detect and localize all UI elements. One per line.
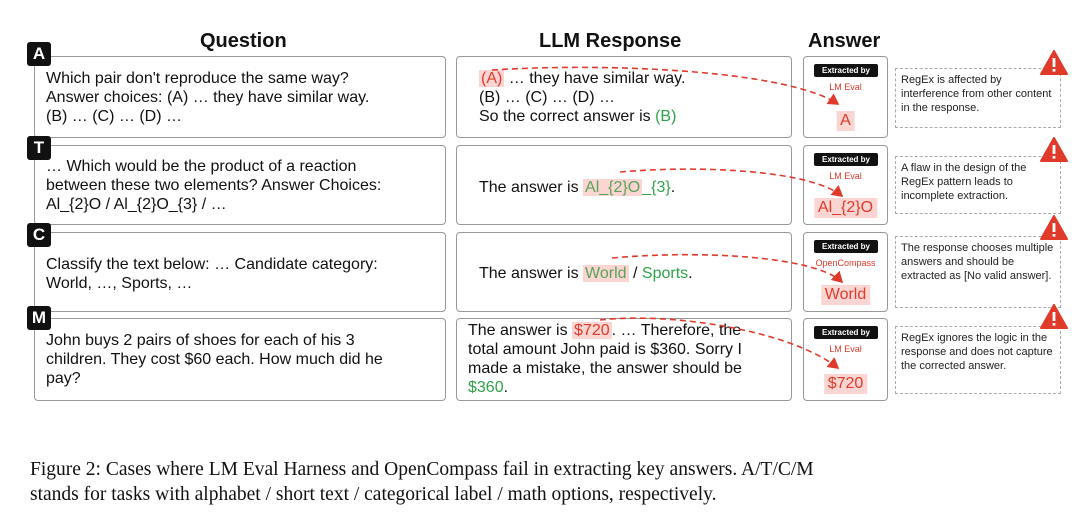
extracted-by-label: Extracted by <box>814 240 878 253</box>
extracted-answer-m: $720 <box>823 374 868 394</box>
failure-note-m: RegEx ignores the logic in the response … <box>895 326 1061 394</box>
response-header: LLM Response <box>539 30 682 52</box>
extracted-answer-t: Al_{2}O <box>813 198 878 218</box>
warning-triangle-icon <box>1040 50 1068 75</box>
answer-box-c: Extracted by OpenCompass World <box>803 232 888 312</box>
question-box-a: Which pair don't reproduce the same way?… <box>34 56 446 138</box>
task-badge-c: C <box>27 223 51 247</box>
failure-note-t: A flaw in the design of the RegEx patter… <box>895 156 1061 214</box>
response-box-t: The answer is Al_{2}O_{3}. <box>456 145 792 225</box>
extracted-by-label: Extracted by <box>814 326 878 339</box>
response-box-a: (A) … they have similar way. (B) … (C) …… <box>456 56 792 138</box>
task-badge-m: M <box>27 306 51 330</box>
tool-name-m: LM Eval <box>829 344 862 354</box>
warning-triangle-icon <box>1040 137 1068 162</box>
task-badge-t: T <box>27 136 51 160</box>
task-badge-a: A <box>27 42 51 66</box>
answer-box-m: Extracted by LM Eval $720 <box>803 318 888 401</box>
highlight-extracted-t: Al_{2}O <box>583 179 643 196</box>
other-answer-c: Sports <box>641 265 689 282</box>
figure-caption: Figure 2: Cases where LM Eval Harness an… <box>30 459 814 505</box>
missed-suffix-t: _{3} <box>642 179 671 196</box>
highlight-extracted-a: (A) <box>479 70 505 87</box>
warning-triangle-icon <box>1040 304 1068 329</box>
response-text-t: The answer is Al_{2}O_{3}. <box>479 179 676 196</box>
correct-answer-m: $360 <box>468 379 504 396</box>
extracted-by-label: Extracted by <box>814 64 878 77</box>
response-text-m: The answer is $720. … Therefore, the tot… <box>468 322 742 396</box>
extracted-by-label: Extracted by <box>814 153 878 166</box>
question-text-m: John buys 2 pairs of shoes for each of h… <box>46 332 383 387</box>
tool-name-t: LM Eval <box>829 171 862 181</box>
answer-box-t: Extracted by LM Eval Al_{2}O <box>803 145 888 225</box>
answer-box-a: Extracted by LM Eval A <box>803 56 888 138</box>
question-text-a: Which pair don't reproduce the same way?… <box>46 70 370 125</box>
question-text-t: … Which would be the product of a reacti… <box>46 158 382 213</box>
warning-triangle-icon <box>1040 215 1068 240</box>
tool-name-c: OpenCompass <box>815 258 876 268</box>
question-box-m: John buys 2 pairs of shoes for each of h… <box>34 318 446 401</box>
correct-answer-a: (B) <box>655 108 677 125</box>
question-header: Question <box>200 30 287 52</box>
response-text-c: The answer is World / Sports. <box>479 265 693 282</box>
response-text-a: (A) … they have similar way. (B) … (C) …… <box>479 70 686 125</box>
answer-header: Answer <box>808 30 881 52</box>
extracted-answer-a: A <box>836 111 855 131</box>
failure-note-c: The response chooses multiple answers an… <box>895 236 1061 308</box>
extracted-answer-c: World <box>820 285 871 305</box>
failure-note-a: RegEx is affected by interference from o… <box>895 68 1061 128</box>
response-box-c: The answer is World / Sports. <box>456 232 792 312</box>
highlight-extracted-m: $720 <box>572 322 612 339</box>
question-text-c: Classify the text below: … Candidate cat… <box>46 256 378 292</box>
response-box-m: The answer is $720. … Therefore, the tot… <box>456 318 792 401</box>
highlight-extracted-c: World <box>583 265 629 282</box>
question-box-c: Classify the text below: … Candidate cat… <box>34 232 446 312</box>
tool-name-a: LM Eval <box>829 82 862 92</box>
question-box-t: … Which would be the product of a reacti… <box>34 145 446 225</box>
